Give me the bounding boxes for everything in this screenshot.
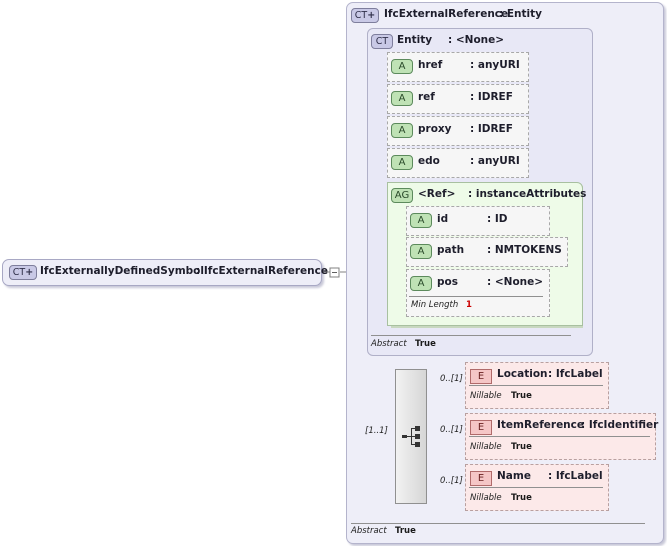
inner-type-name: Entity (397, 34, 433, 46)
attribute-type: : anyURI (470, 155, 520, 167)
nillable-value: True (511, 493, 532, 503)
attribute-proxy[interactable]: A proxy : IDREF (387, 116, 529, 146)
attribute-icon: A (391, 155, 413, 170)
facet-value: 1 (466, 300, 472, 310)
element-location[interactable]: E Location : IfcLabel Nillable True (465, 362, 609, 409)
element-icon: E (470, 471, 492, 486)
element-type: : IfcLabel (548, 470, 603, 482)
attribute-icon: A (410, 244, 432, 259)
element-divider (469, 487, 603, 488)
attribute-id[interactable]: A id : ID (406, 206, 550, 236)
root-complex-type[interactable]: CT IfcExternallyDefinedSymbol : IfcExter… (2, 259, 328, 286)
outer-type-base: : Entity (499, 8, 542, 20)
sequence-cardinality: [1..1] (365, 426, 388, 436)
sequence-icon (402, 426, 420, 447)
attribute-icon: A (410, 213, 432, 228)
attribute-type: : <None> (487, 276, 544, 288)
complex-type-icon: CT (9, 265, 37, 280)
root-type-base: : IfcExternalReference (196, 265, 328, 277)
attribute-href[interactable]: A href : anyURI (387, 52, 529, 82)
nillable-label: Nillable (470, 391, 502, 401)
attribute-name: id (437, 213, 449, 225)
element-name-field[interactable]: E Name : IfcLabel Nillable True (465, 464, 609, 511)
element-divider (469, 385, 603, 386)
outer-divider (351, 523, 645, 524)
inner-divider (371, 335, 571, 336)
facet-label: Min Length (411, 300, 459, 310)
nillable-label: Nillable (470, 493, 502, 503)
element-icon: E (470, 369, 492, 384)
element-name: Name (497, 470, 531, 482)
element-type: : IfcLabel (548, 368, 603, 380)
element-cardinality: 0..[1] (440, 374, 463, 384)
attribute-pos[interactable]: A pos : <None> Min Length 1 (406, 269, 550, 317)
attribute-type: : anyURI (470, 59, 520, 71)
attribute-ref[interactable]: A ref : IDREF (387, 84, 529, 114)
nillable-label: Nillable (470, 442, 502, 452)
attribute-name: edo (418, 155, 440, 167)
attribute-path[interactable]: A path : NMTOKENS (406, 237, 568, 267)
attribute-icon: A (410, 276, 432, 291)
attribute-name: ref (418, 91, 435, 103)
element-cardinality: 0..[1] (440, 476, 463, 486)
attribute-type: : IDREF (470, 91, 513, 103)
attribute-name: path (437, 244, 465, 256)
element-cardinality: 0..[1] (440, 425, 463, 435)
element-icon: E (470, 420, 492, 435)
sequence-compositor[interactable] (395, 369, 427, 504)
complex-type-icon: CT (351, 8, 379, 23)
attribute-icon: A (391, 123, 413, 138)
element-name: ItemReference (497, 419, 585, 431)
inner-abstract-label: Abstract (371, 339, 407, 349)
attribute-group-icon: AG (391, 188, 413, 203)
nillable-value: True (511, 391, 532, 401)
attribute-type: : ID (487, 213, 508, 225)
element-divider (469, 436, 650, 437)
attribute-icon: A (391, 59, 413, 74)
attribute-type: : NMTOKENS (487, 244, 562, 256)
attribute-edo[interactable]: A edo : anyURI (387, 148, 529, 178)
attribute-name: proxy (418, 123, 452, 135)
attribute-group-type: : instanceAttributes (468, 188, 587, 200)
inner-abstract-value: True (415, 339, 436, 349)
inner-type-base: : <None> (448, 34, 505, 46)
nillable-value: True (511, 442, 532, 452)
attribute-type: : IDREF (470, 123, 513, 135)
attribute-divider (409, 296, 543, 297)
attribute-name: href (418, 59, 443, 71)
root-type-name: IfcExternallyDefinedSymbol (40, 265, 204, 277)
element-type: : IfcIdentifier (581, 419, 659, 431)
outer-abstract-label: Abstract (351, 526, 387, 536)
element-item-reference[interactable]: E ItemReference : IfcIdentifier Nillable… (465, 413, 659, 460)
attribute-name: pos (437, 276, 458, 288)
attribute-group-name: <Ref> (418, 188, 456, 200)
outer-abstract-value: True (395, 526, 416, 536)
attribute-icon: A (391, 91, 413, 106)
outer-type-name: IfcExternalReference (384, 8, 509, 20)
complex-type-icon: CT (371, 34, 393, 49)
element-name: Location (497, 368, 548, 380)
